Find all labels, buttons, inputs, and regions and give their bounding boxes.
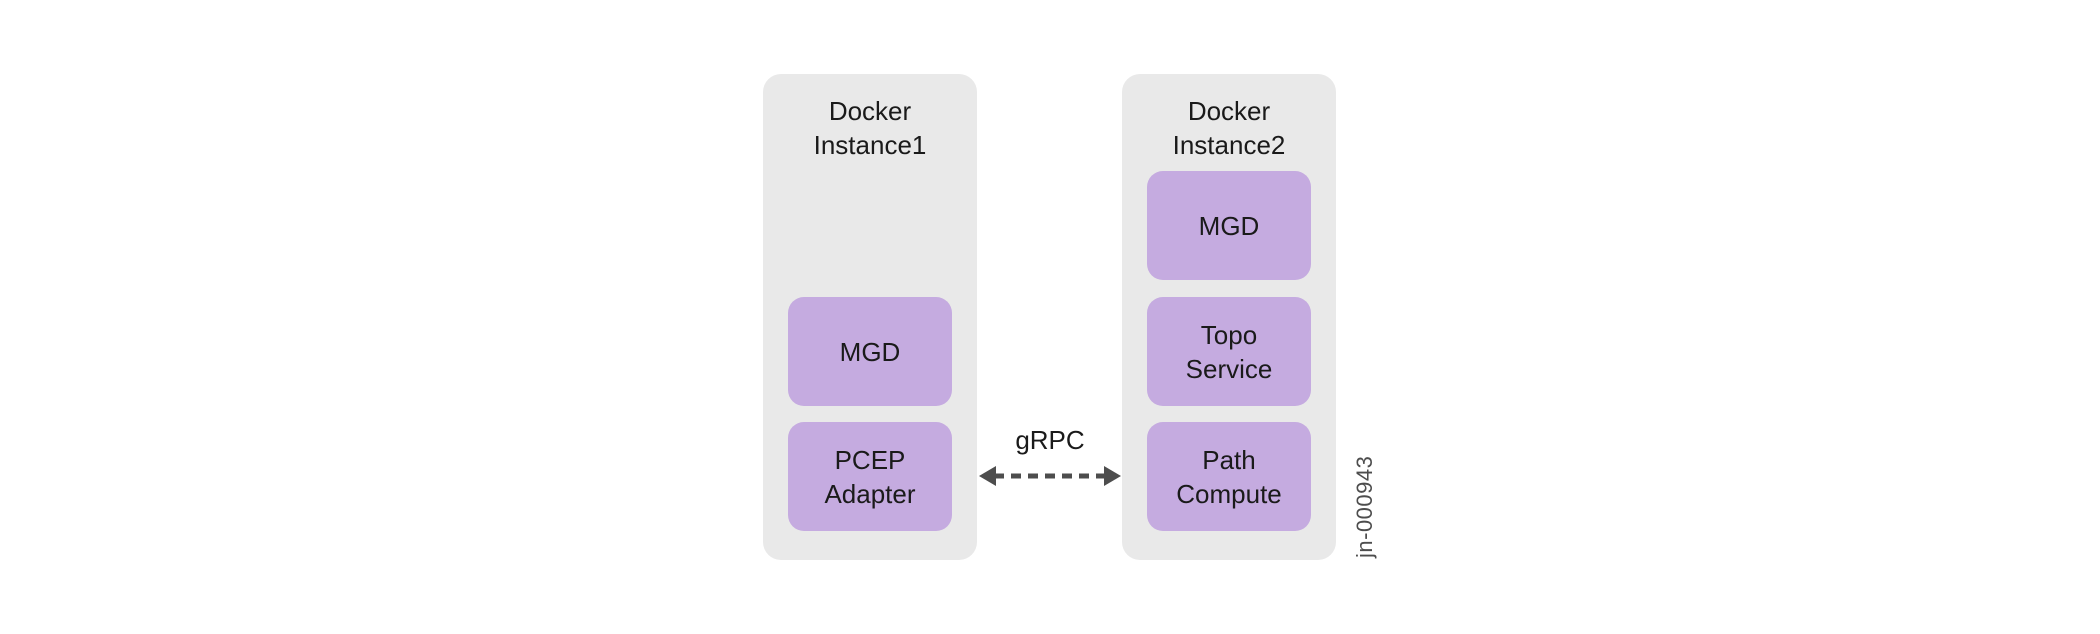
component-box-topo-service: Topo Service (1147, 297, 1311, 406)
grpc-connection-label: gRPC (1015, 425, 1085, 455)
figure-id-label: jn-000943 (1352, 455, 1377, 558)
docker-instance-1-container: Docker Instance1 MGD PCEP Adapter (763, 74, 977, 560)
component-box-pcep-adapter: PCEP Adapter (788, 422, 952, 531)
component-box-mgd-1: MGD (788, 297, 952, 406)
docker-instance-1-title: Docker Instance1 (813, 96, 927, 160)
docker-instance-2-container: Docker Instance2 MGD Topo Service Path C… (1122, 74, 1336, 560)
component-box-mgd-2: MGD (1147, 171, 1311, 280)
grpc-dashed-double-arrow-icon (979, 466, 1121, 486)
docker-instance-2-title: Docker Instance2 (1172, 96, 1286, 160)
component-box-path-compute: Path Compute (1147, 422, 1311, 531)
